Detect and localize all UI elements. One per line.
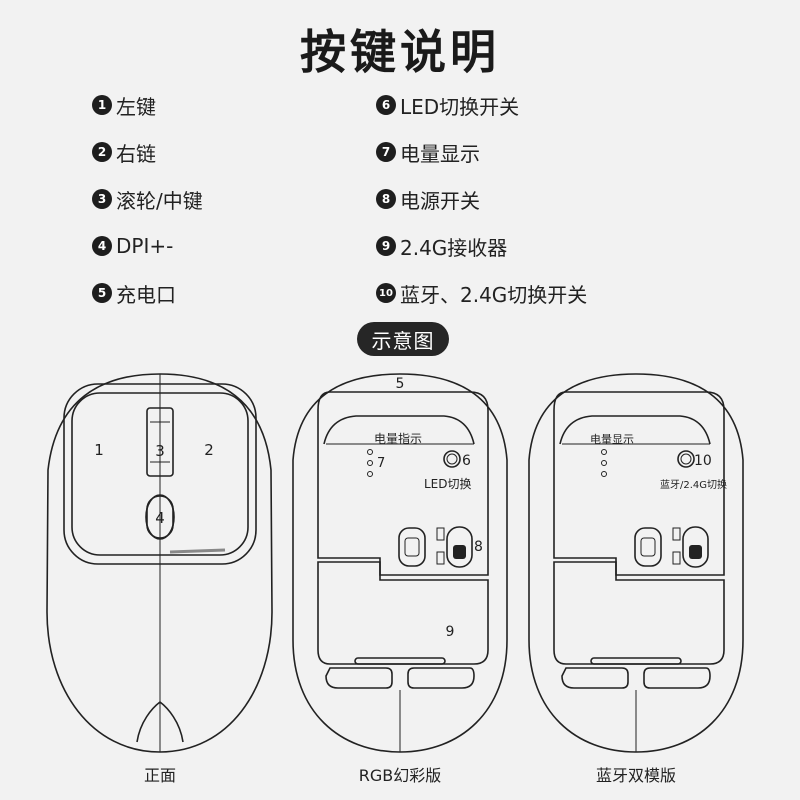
dual-battery-led-1: [601, 449, 607, 455]
dpi-button-ring: [145, 494, 175, 540]
dual-power-switch: [682, 526, 709, 568]
legend-item-left-click: 1 左键: [92, 90, 156, 120]
dpi-button: [146, 495, 174, 539]
number-badge: 6: [376, 95, 396, 115]
dual-battery-led-2: [601, 460, 607, 466]
mode-switch-button: [677, 450, 695, 468]
number-badge: 2: [92, 142, 112, 162]
battery-led-1: [367, 449, 373, 455]
dual-optical-sensor: [634, 527, 662, 567]
scroll-wheel: [146, 407, 174, 477]
number-badge: 4: [92, 236, 112, 256]
legend-label: 右链: [116, 141, 156, 166]
legend-label: 滚轮/中键: [116, 188, 203, 213]
mode-switch-callout: 10: [694, 453, 712, 469]
power-switch-callout: 8: [474, 539, 483, 555]
led-switch-label: LED切换: [424, 477, 472, 491]
legend-item-scroll-wheel: 3 滚轮/中键: [92, 184, 203, 214]
legend-label: LED切换开关: [400, 94, 520, 119]
rgb-foot-right: [407, 667, 475, 689]
battery-indicator-label: 电量指示: [374, 431, 422, 446]
callout-dpi: 4: [155, 509, 165, 527]
number-badge: 9: [376, 236, 396, 256]
number-badge: 8: [376, 189, 396, 209]
legend-label: 蓝牙、2.4G切换开关: [400, 282, 588, 307]
rgb-battery-window: [323, 415, 475, 445]
legend-label: 电源开关: [400, 188, 480, 213]
battery-display-label: 电量显示: [590, 433, 634, 446]
rgb-foot-left: [325, 667, 393, 689]
battery-callout: 7: [377, 456, 385, 471]
page-title: 按键说明: [300, 25, 500, 79]
legend-label: DPI+-: [116, 234, 174, 258]
legend-item-right-click: 2 右链: [92, 137, 156, 167]
led-switch-callout: 6: [462, 453, 471, 469]
palm-rest-notch: [136, 700, 184, 743]
dual-slot: [590, 657, 682, 665]
battery-led-2: [367, 460, 373, 466]
receiver-callout: 9: [446, 624, 455, 640]
legend-item-dpi: 4 DPI+-: [92, 231, 173, 261]
mouse-rgb-bottom-view: 5 电量指示 7 6 LED切换 8 9: [292, 373, 508, 753]
callout-scroll-wheel: 3: [155, 442, 165, 460]
rgb-receiver-bay: [317, 561, 489, 665]
number-badge: 5: [92, 283, 112, 303]
legend-label: 电量显示: [400, 141, 480, 166]
dual-battery-led-3: [601, 471, 607, 477]
battery-led-3: [367, 471, 373, 477]
power-switch: [446, 526, 473, 568]
mouse-dual-bottom-view: 电量显示 10 蓝牙/2.4G切换: [528, 373, 744, 753]
mode-switch-label: 蓝牙/2.4G切换: [660, 478, 727, 491]
led-switch-button: [443, 450, 461, 468]
legend-item-mode-switch: 10 蓝牙、2.4G切换开关: [376, 278, 587, 308]
legend-item-battery-display: 7 电量显示: [376, 137, 480, 167]
diagram-label: 示意图: [357, 322, 449, 356]
dual-lower-bay: [553, 561, 725, 665]
mouse-front-view: 1 2 3 4: [46, 373, 273, 753]
callout-right-button: 2: [204, 441, 214, 459]
number-badge: 3: [92, 189, 112, 209]
legend-item-power-switch: 8 电源开关: [376, 184, 480, 214]
dual-foot-left: [561, 667, 629, 689]
dual-foot-right: [643, 667, 711, 689]
charge-port-callout: 5: [396, 376, 405, 392]
number-badge: 10: [376, 283, 396, 303]
legend-item-receiver: 9 2.4G接收器: [376, 231, 507, 261]
callout-left-button: 1: [94, 441, 104, 459]
number-badge: 1: [92, 95, 112, 115]
rgb-slot: [354, 657, 446, 665]
caption-rgb: RGB幻彩版: [358, 766, 442, 785]
legend-label: 2.4G接收器: [400, 235, 508, 260]
legend-item-charging-port: 5 充电口: [92, 278, 176, 308]
legend-label: 充电口: [116, 282, 176, 307]
legend-label: 左键: [116, 94, 156, 119]
dual-battery-window: [559, 415, 711, 445]
optical-sensor: [398, 527, 426, 567]
legend-item-led-switch: 6 LED切换开关: [376, 90, 519, 120]
caption-dual: 蓝牙双模版: [595, 766, 676, 785]
caption-front: 正面: [143, 766, 176, 785]
number-badge: 7: [376, 142, 396, 162]
